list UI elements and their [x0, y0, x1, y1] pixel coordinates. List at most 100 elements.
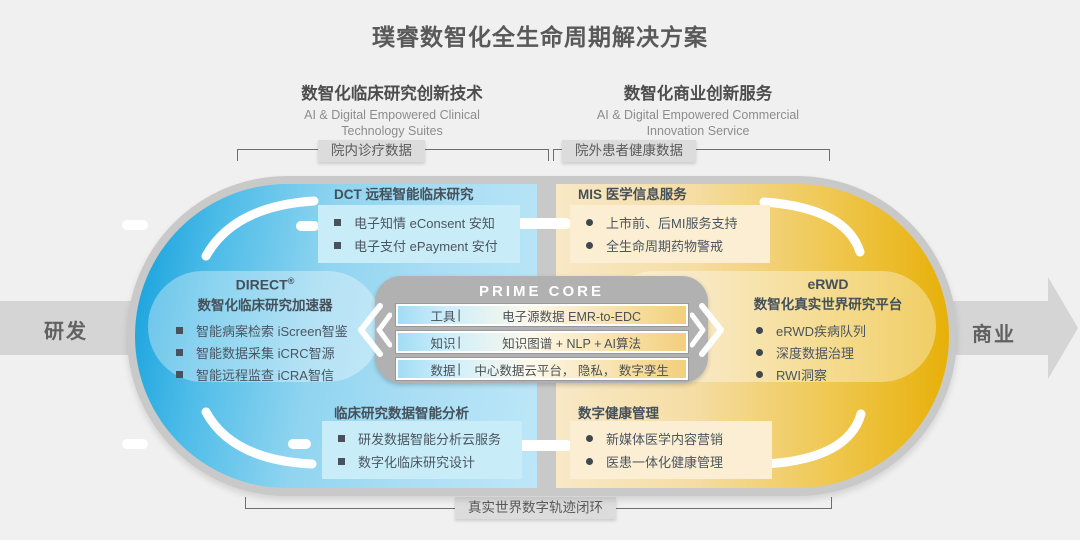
- connector-bar: [122, 220, 148, 230]
- prime-core-title: PRIME CORE: [478, 283, 604, 300]
- registered-mark: ®: [287, 276, 295, 286]
- right-subtitle-line2: Innovation Service: [646, 124, 750, 139]
- list-item: 电子支付 ePayment 安付: [318, 234, 520, 257]
- direct-items: 智能病案检索 iScreen智鉴 智能数据采集 iCRC智源 智能远程监查 iC…: [146, 320, 384, 386]
- dot-bullet-icon: [586, 458, 593, 465]
- rd-label: 研发: [44, 321, 88, 343]
- prime-core-rows: 工具|电子源数据 EMR-to-EDC 知识|知识图谱 + NLP + AI算法…: [395, 304, 688, 380]
- right-column-title: 数智化商业创新服务: [623, 85, 773, 103]
- left-subtitle-line2: Technology Suites: [341, 124, 443, 139]
- health-box: 新媒体医学内容营销 医患一体化健康管理: [570, 421, 772, 479]
- right-subtitle-line1: AI & Digital Empowered Commercial: [596, 108, 800, 122]
- list-item: 数字化临床研究设计: [322, 450, 522, 473]
- connector-bar: [517, 440, 572, 451]
- erwd-items: eRWD疾病队列 深度数据治理 RWI洞察: [718, 319, 938, 385]
- direct-title: DIRECT®: [235, 276, 295, 293]
- list-item: 全生命周期药物警戒: [570, 234, 770, 257]
- dot-bullet-icon: [756, 326, 763, 334]
- square-bullet-icon: [176, 349, 183, 357]
- core-row-tools: 工具| 电子源数据 EMR-to-EDC: [395, 304, 688, 326]
- direct-subtitle: 数智化临床研究加速器: [197, 297, 333, 313]
- core-row-knowledge: 知识| 知识图谱 + NLP + AI算法: [395, 331, 688, 353]
- square-bullet-icon: [176, 327, 183, 335]
- item-label: 智能病案检索 iScreen智鉴: [196, 324, 348, 340]
- chevron-left-icon: [358, 303, 392, 357]
- left-column-header: 数智化临床研究创新技术 AI & Digital Empowered Clini…: [232, 80, 552, 140]
- item-label: 智能远程监查 iCRA智信: [196, 368, 334, 384]
- core-row-value: 知识图谱 + NLP + AI算法: [502, 336, 641, 351]
- square-bullet-icon: [334, 219, 341, 226]
- right-column-subtitle: AI & Digital Empowered Commercial Innova…: [548, 107, 848, 140]
- list-item: 智能远程监查 iCRA智信: [160, 364, 384, 386]
- square-bullet-icon: [334, 242, 341, 249]
- left-column-title: 数智化临床研究创新技术: [301, 85, 483, 103]
- commercial-label: 商业: [972, 324, 1016, 346]
- item-label: 智能数据采集 iCRC智源: [196, 346, 335, 362]
- badge-patient-data: 院外患者健康数据: [562, 140, 696, 162]
- list-item: 深度数据治理: [740, 341, 938, 363]
- dot-bullet-icon: [586, 242, 593, 249]
- square-bullet-icon: [176, 371, 183, 379]
- badge-hospital-data: 院内诊疗数据: [318, 140, 425, 162]
- item-label: eRWD疾病队列: [776, 323, 867, 339]
- dct-section-title: DCT 远程智能临床研究: [334, 187, 474, 202]
- pipe-separator: |: [457, 335, 461, 349]
- core-row-value: 中心数据云平台， 隐私， 数字孪生: [474, 363, 669, 378]
- health-section-title: 数字健康管理: [578, 406, 659, 421]
- item-label: 新媒体医学内容营销: [606, 432, 724, 447]
- dct-box: 电子知情 eConsent 安知 电子支付 ePayment 安付: [318, 205, 520, 263]
- list-item: 上市前、后MI服务支持: [570, 211, 770, 234]
- flow-arrowhead-icon: [1048, 277, 1078, 379]
- right-column-header: 数智化商业创新服务 AI & Digital Empowered Commerc…: [548, 80, 848, 140]
- core-row-value: 电子源数据 EMR-to-EDC: [502, 309, 642, 324]
- item-label: 电子支付 ePayment 安付: [354, 239, 498, 254]
- left-column-subtitle: AI & Digital Empowered Clinical Technolo…: [232, 107, 552, 140]
- chevron-right-icon: [690, 303, 724, 357]
- list-item: RWI洞察: [740, 363, 938, 385]
- mis-box: 上市前、后MI服务支持 全生命周期药物警戒: [570, 205, 770, 263]
- list-item: 研发数据智能分析云服务: [322, 427, 522, 450]
- pipe-separator: |: [457, 308, 461, 322]
- item-label: 数字化临床研究设计: [358, 455, 476, 470]
- list-item: eRWD疾病队列: [740, 319, 938, 341]
- core-row-label: 工具: [430, 309, 456, 324]
- dot-bullet-icon: [756, 370, 763, 378]
- connector-bar: [296, 221, 319, 231]
- pipe-separator: |: [457, 362, 461, 376]
- list-item: 新媒体医学内容营销: [570, 427, 772, 450]
- prime-core-box: PRIME CORE 工具|电子源数据 EMR-to-EDC 知识|知识图谱 +…: [375, 276, 708, 383]
- badge-real-world-loop: 真实世界数字轨迹闭环: [455, 497, 616, 519]
- analysis-box: 研发数据智能分析云服务 数字化临床研究设计: [322, 421, 522, 479]
- list-item: 医患一体化健康管理: [570, 450, 772, 473]
- connector-bar: [517, 218, 571, 229]
- dot-bullet-icon: [756, 348, 763, 356]
- connector-bar: [288, 439, 311, 449]
- core-row-label: 数据: [430, 363, 456, 378]
- dot-bullet-icon: [586, 219, 593, 226]
- direct-pill: [148, 271, 382, 382]
- mis-section-title: MIS 医学信息服务: [578, 187, 687, 202]
- item-label: 全生命周期药物警戒: [606, 239, 724, 254]
- erwd-block: eRWD 数智化真实世界研究平台 eRWD疾病队列 深度数据治理 RWI洞察: [718, 276, 938, 385]
- analysis-section-title: 临床研究数据智能分析: [334, 406, 469, 421]
- square-bullet-icon: [338, 435, 345, 442]
- item-label: RWI洞察: [776, 367, 828, 383]
- erwd-title: eRWD: [807, 276, 849, 292]
- connector-bar: [122, 439, 148, 449]
- core-row-label: 知识: [430, 336, 456, 351]
- square-bullet-icon: [338, 458, 345, 465]
- item-label: 研发数据智能分析云服务: [358, 432, 502, 447]
- item-label: 上市前、后MI服务支持: [606, 216, 738, 231]
- dot-bullet-icon: [586, 435, 593, 442]
- list-item: 智能数据采集 iCRC智源: [160, 342, 384, 364]
- list-item: 智能病案检索 iScreen智鉴: [160, 320, 384, 342]
- core-row-data: 数据| 中心数据云平台， 隐私， 数字孪生: [395, 358, 688, 380]
- item-label: 深度数据治理: [776, 345, 855, 361]
- direct-block: DIRECT® 数智化临床研究加速器 智能病案检索 iScreen智鉴 智能数据…: [146, 276, 384, 386]
- erwd-subtitle: 数智化真实世界研究平台: [753, 297, 903, 312]
- list-item: 电子知情 eConsent 安知: [318, 211, 520, 234]
- item-label: 电子知情 eConsent 安知: [354, 216, 495, 231]
- item-label: 医患一体化健康管理: [606, 455, 724, 470]
- page-title: 璞睿数智化全生命周期解决方案: [372, 24, 708, 50]
- left-subtitle-line1: AI & Digital Empowered Clinical: [304, 108, 480, 122]
